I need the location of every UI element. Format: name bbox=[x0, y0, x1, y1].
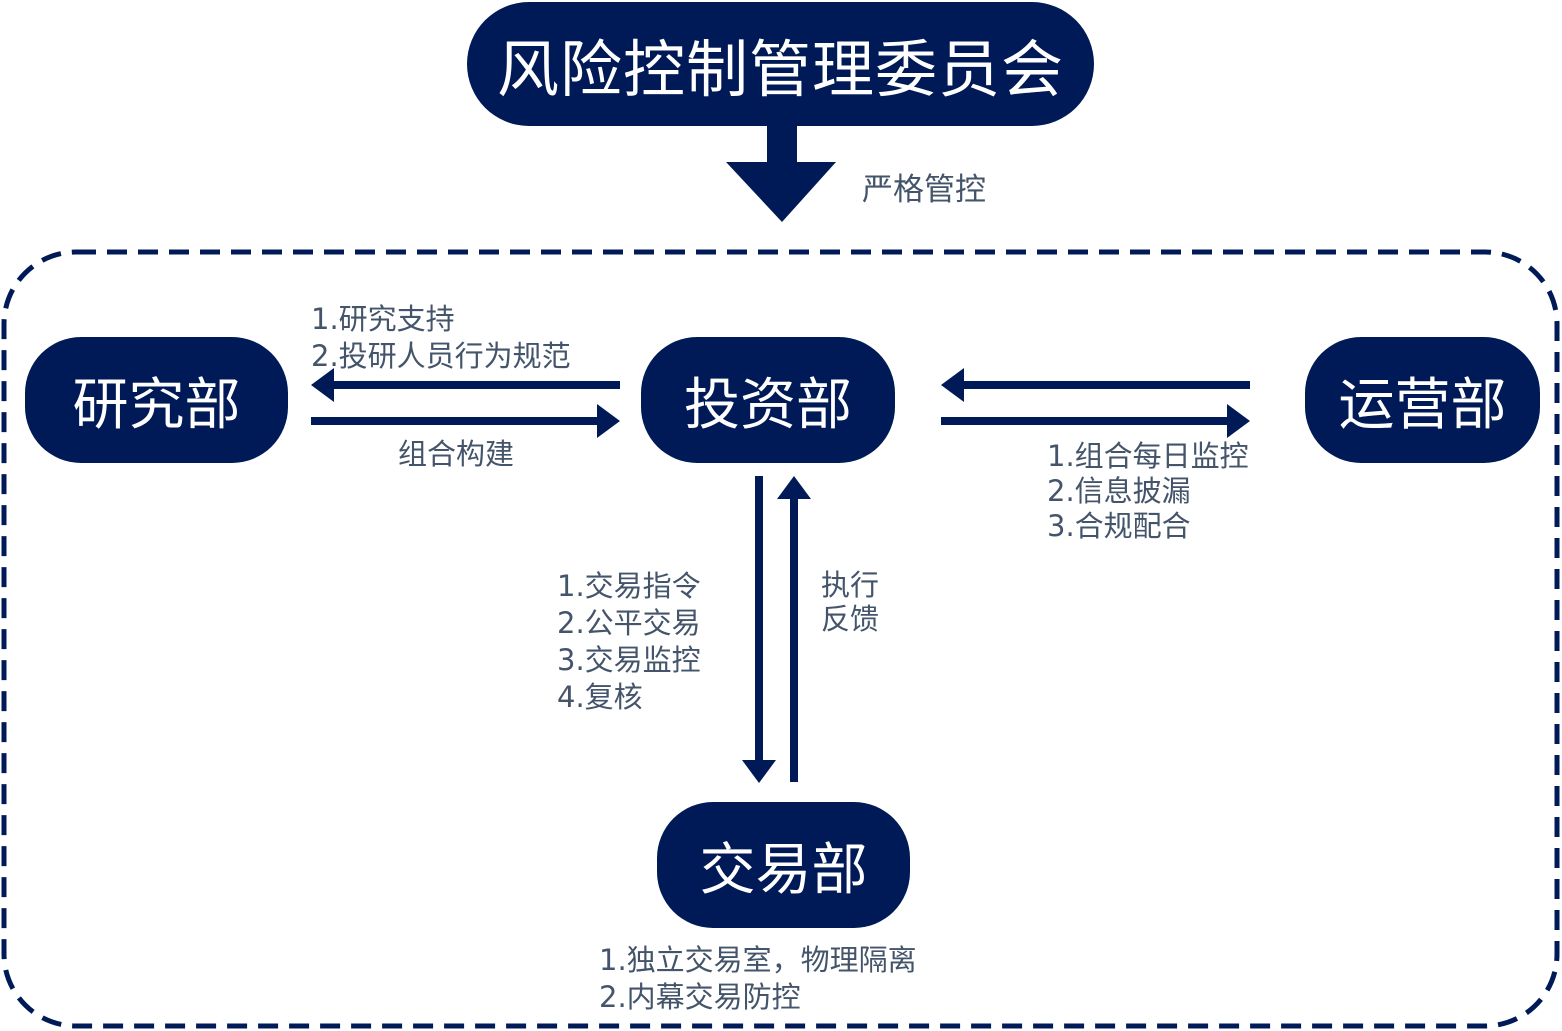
label-trading-controls: 1.独立交易室，物理隔离 2.内幕交易防控 bbox=[599, 942, 917, 1016]
node-trading-dept: 交易部 bbox=[657, 802, 910, 928]
label-strict-control: 严格管控 bbox=[862, 172, 986, 208]
label-line: 2.内幕交易防控 bbox=[599, 980, 801, 1014]
label-line: 1.交易指令 bbox=[557, 569, 701, 603]
label-line: 2.信息披漏 bbox=[1047, 474, 1191, 508]
node-operations-dept: 运营部 bbox=[1305, 337, 1540, 463]
label-line: 执行 bbox=[821, 568, 880, 602]
label-research-to-invest: 1.研究支持 2.投研人员行为规范 bbox=[311, 301, 571, 375]
label-line: 3.交易监控 bbox=[557, 643, 701, 677]
arrow-invest-to-research bbox=[311, 368, 620, 402]
label-line: 1.组合每日监控 bbox=[1047, 439, 1249, 473]
label-line: 2.投研人员行为规范 bbox=[311, 339, 571, 373]
label-ops-relation: 1.组合每日监控 2.信息披漏 3.合规配合 bbox=[1047, 439, 1249, 544]
arrow-research-to-invest bbox=[311, 404, 620, 438]
label-line: 1.研究支持 bbox=[311, 302, 455, 336]
department-boundary bbox=[1, 249, 1560, 1029]
node-risk-committee: 风险控制管理委员会 bbox=[467, 2, 1094, 126]
arrow-ops-to-invest bbox=[941, 368, 1250, 402]
strict-control-arrow bbox=[726, 126, 836, 222]
label-invest-to-trading: 1.交易指令 2.公平交易 3.交易监控 4.复核 bbox=[557, 568, 701, 716]
label-invest-to-research: 组合构建 bbox=[398, 437, 515, 471]
arrow-invest-to-ops bbox=[941, 404, 1250, 438]
label-line: 1.独立交易室，物理隔离 bbox=[599, 943, 917, 977]
label-line: 2.公平交易 bbox=[557, 606, 701, 640]
label-line: 3.合规配合 bbox=[1047, 509, 1191, 543]
node-investment-dept: 投资部 bbox=[641, 337, 895, 463]
node-research-dept: 研究部 bbox=[25, 337, 288, 463]
arrow-invest-to-trading bbox=[742, 476, 776, 783]
label-trading-to-invest: 执行 反馈 bbox=[821, 568, 879, 636]
label-line: 反馈 bbox=[821, 602, 880, 636]
arrow-trading-to-invest bbox=[777, 476, 811, 782]
label-line: 4.复核 bbox=[557, 680, 643, 714]
